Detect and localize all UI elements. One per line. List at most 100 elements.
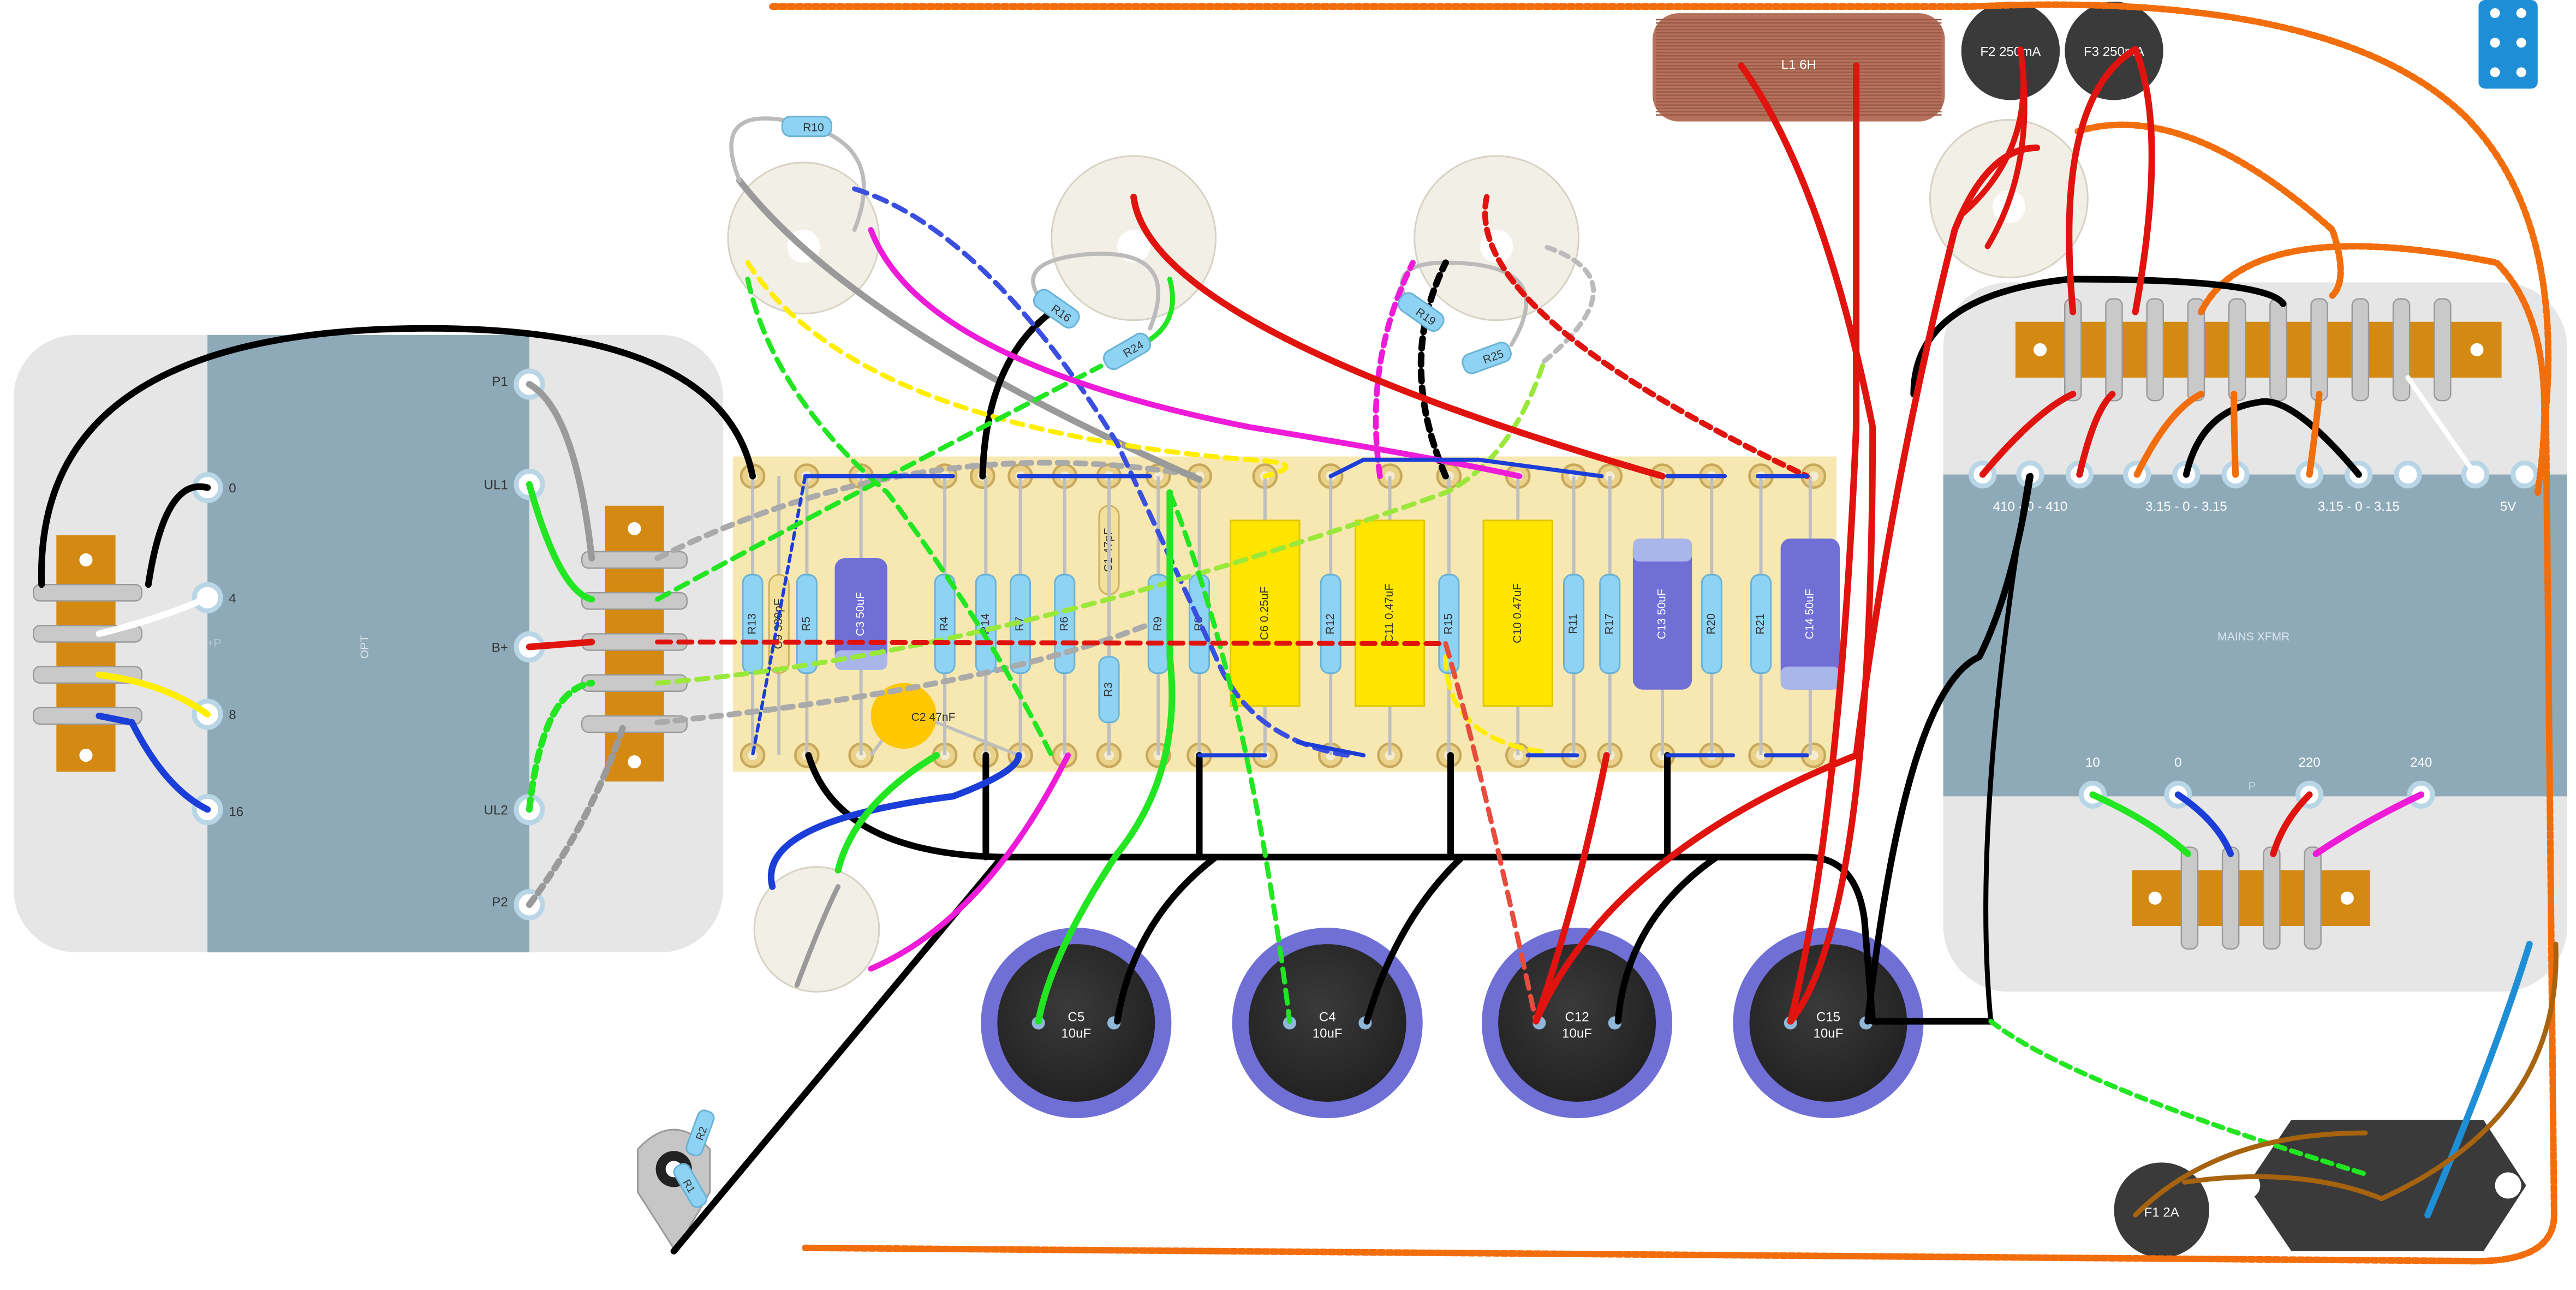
ul-wire-green	[834, 752, 940, 874]
ground-wire	[982, 752, 1671, 861]
board-component[interactable]: R7	[1009, 476, 1031, 756]
disc-capacitor[interactable]: C2 47nF	[869, 683, 1019, 757]
signal-wire-magenta	[868, 752, 1071, 972]
b-plus-wire-red	[1482, 194, 1810, 479]
ul-wire-green	[526, 481, 595, 603]
heater-wire	[2133, 391, 2323, 478]
tube-resistor[interactable]: R16	[1030, 286, 1082, 331]
ground-wire	[1417, 259, 1449, 480]
b-plus-wire-red	[1787, 62, 1860, 1025]
ul-wire-green	[655, 359, 1547, 686]
component-label: C3 50uF	[854, 592, 867, 636]
signal-wire-grey	[526, 381, 595, 562]
board-component[interactable]: C10 0.47uF	[1482, 476, 1553, 756]
board-component[interactable]: R15	[1438, 476, 1460, 756]
board-component[interactable]: R20	[1701, 476, 1722, 756]
fuse-label: F1 2A	[2144, 1205, 2179, 1220]
cap-label: C15	[1816, 1010, 1840, 1025]
b-plus-wire-red	[2270, 791, 2313, 857]
board-component[interactable]: R9	[1147, 476, 1169, 756]
opt-tap-label: 0	[229, 481, 236, 496]
component-label: C6 0.25uF	[1258, 587, 1271, 640]
resistor-body	[742, 574, 764, 674]
mains-transformer: MAINS XFMR	[1943, 282, 2567, 992]
strip-lug	[2228, 298, 2246, 402]
fuse-cap	[1961, 2, 2060, 100]
strip-lug	[32, 583, 142, 602]
board-component[interactable]: R12	[1320, 476, 1341, 756]
fuse-holder-f1[interactable]: F1 2A	[2114, 1162, 2210, 1258]
component-label: C2 47nF	[911, 711, 956, 724]
ul-wire-green	[1035, 489, 1176, 1025]
opt-tap-label: UL1	[484, 478, 508, 493]
board-component[interactable]: R13	[742, 476, 764, 756]
board-component[interactable]: R11	[1563, 476, 1585, 756]
terminal-block-hole	[2490, 8, 2500, 19]
mains-terminal-strip-top	[2015, 321, 2502, 378]
cap-value: 10uF	[1061, 1026, 1091, 1041]
board-component[interactable]: R3	[1098, 476, 1120, 756]
resistor-body	[673, 1163, 707, 1208]
component-label: R6	[1058, 617, 1070, 631]
b-plus-wire-red	[1443, 641, 1539, 1024]
signal-wire-grey	[736, 177, 1203, 483]
b-plus-wire-red	[1533, 144, 2041, 1025]
opt-tap-label: UL2	[484, 803, 508, 817]
ground-wire	[145, 483, 211, 588]
opt-tap-label: 4	[229, 591, 236, 606]
cap-top	[1498, 944, 1656, 1102]
mains-secondary-tap[interactable]	[2394, 461, 2422, 489]
resistor-body	[685, 1109, 715, 1157]
signal-wire-grey	[654, 459, 1202, 562]
opt-terminal-strip-left	[56, 535, 116, 772]
signal-wire-grey	[526, 719, 628, 908]
cap-value: 10uF	[1313, 1026, 1343, 1041]
terminal-block-hole	[2490, 38, 2500, 48]
board-component[interactable]: R5	[796, 476, 818, 756]
tube-resistor[interactable]: R10	[781, 116, 833, 138]
fuse-holder-f2[interactable]: F2 250mA	[1961, 2, 2060, 100]
component-label: C10 0.47uF	[1511, 583, 1524, 643]
strip-hole	[2034, 343, 2047, 356]
board-component[interactable]: R21	[1750, 476, 1772, 756]
resistor-body	[1320, 574, 1341, 674]
component-label: R3	[1102, 682, 1115, 697]
terminal-block-body	[2478, 0, 2538, 89]
signal-wire-grey	[794, 884, 841, 988]
strip-hole	[2470, 343, 2484, 356]
strip-hole	[628, 755, 641, 769]
mains-primary-label: 220	[2298, 755, 2320, 770]
component-label: R21	[1754, 613, 1767, 635]
choke: L1 6H	[1652, 13, 1945, 122]
board-component[interactable]: R17	[1599, 476, 1621, 756]
board-component[interactable]: C14 50uF	[1780, 476, 1840, 756]
b-plus-wire-red	[655, 639, 1448, 647]
board-component[interactable]: C13 50uF	[1632, 476, 1692, 756]
board-bus-wire	[803, 457, 1809, 757]
component-label: R20	[1705, 613, 1718, 635]
strip-hole	[79, 749, 93, 762]
tube-resistor[interactable]: R25	[1460, 341, 1513, 376]
b-plus-wire-red	[1979, 391, 2077, 478]
resistor-body	[934, 574, 956, 674]
mains-secondary-tap[interactable]	[2511, 461, 2539, 489]
signal-wire-magenta	[868, 226, 1523, 479]
signal-wire-blue	[852, 186, 1350, 758]
component-label: C13 50uF	[1656, 589, 1668, 640]
cap-top	[1248, 944, 1406, 1102]
tube-resistor[interactable]: R24	[1101, 331, 1153, 372]
board-component[interactable]: R4	[934, 476, 956, 756]
b-plus-wire-red	[1130, 194, 1666, 480]
board-component[interactable]: C11 0.47uF	[1354, 476, 1426, 756]
disc-cap-body	[870, 683, 937, 749]
component-label: R9	[1152, 617, 1164, 631]
electrolytic-stripe	[1632, 538, 1692, 562]
mains-core	[1943, 474, 2567, 797]
pot-resistor[interactable]: R2	[684, 1108, 715, 1157]
component-lead	[919, 714, 1019, 757]
